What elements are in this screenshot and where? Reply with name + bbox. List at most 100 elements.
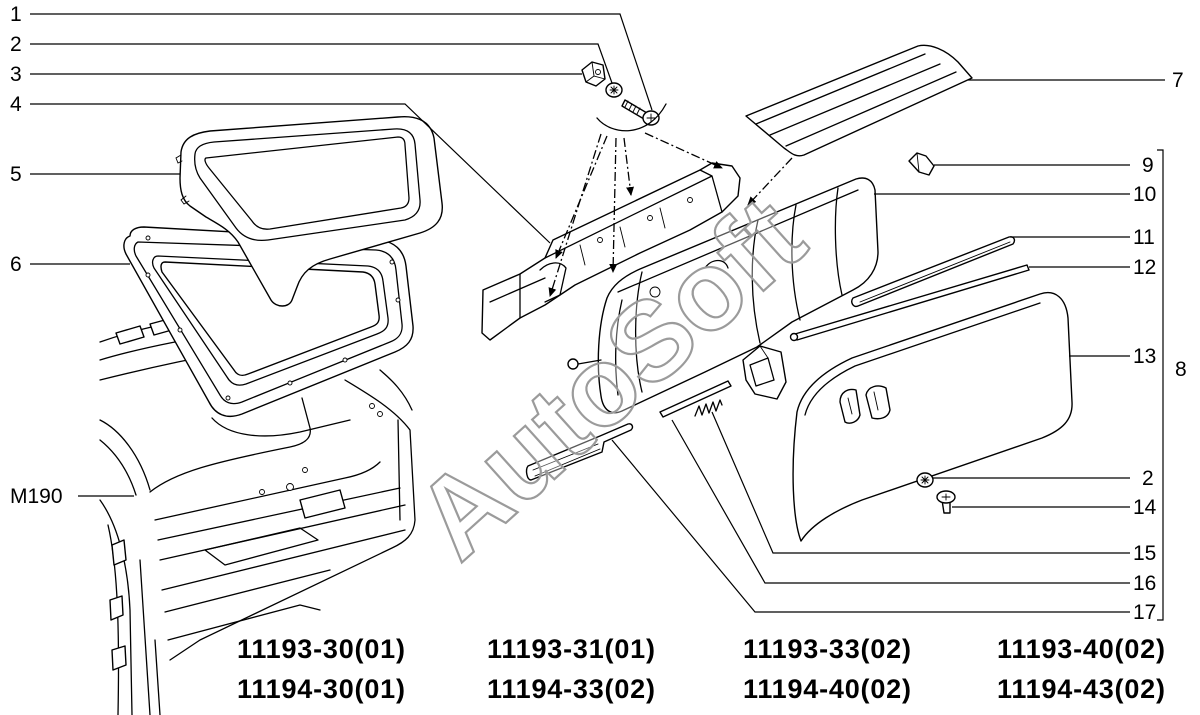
assembly-arrow (555, 135, 608, 259)
glovebox-body-part-10 (567, 177, 879, 414)
group-bracket-8 (1157, 149, 1164, 621)
strip-ridge (755, 53, 926, 125)
model-code: 11193-33(02) (743, 634, 912, 664)
box-rib (834, 187, 843, 296)
box-pin (577, 359, 602, 365)
frame-hole (145, 272, 151, 278)
outer-lid-part-13 (792, 292, 1073, 542)
frame-hole (177, 327, 183, 333)
lid-tab (180, 195, 190, 205)
dash-lower-panel (157, 487, 401, 541)
washer-star (920, 475, 930, 485)
screw-cross (646, 113, 656, 123)
box-stopper (649, 286, 661, 298)
bumper-part-9 (908, 152, 935, 176)
callout-11: 11 (1133, 226, 1155, 249)
callout-9: 9 (1142, 154, 1154, 177)
clip-window (749, 357, 775, 387)
dash-lower-panel (154, 461, 381, 521)
dash-screw (286, 483, 294, 491)
callout-4: 4 (10, 93, 22, 116)
dash-recess (299, 489, 346, 519)
leader-lines (30, 13, 1165, 621)
inner-panel-part-4 (481, 162, 741, 341)
model-code: 11193-30(01) (237, 634, 406, 664)
clip-body (742, 345, 787, 400)
callout-15: 15 (1133, 542, 1156, 565)
dash-pillar (107, 524, 120, 715)
bumper-body (908, 152, 935, 176)
model-code: 11193-40(02) (997, 634, 1166, 664)
leader-line-2-top (30, 43, 613, 84)
rod-end (789, 332, 799, 342)
strip-contour (745, 44, 973, 157)
assembly-arrow (747, 157, 793, 206)
assembly-arrow (644, 132, 723, 169)
lid-13-edge (804, 302, 1041, 416)
model-code: 11194-40(02) (743, 674, 912, 704)
panel-edge (544, 169, 723, 259)
latch-clip (742, 345, 787, 400)
dash-pillar (139, 559, 151, 715)
lid-13-handle-detail (847, 391, 879, 415)
screw-part-1 (621, 99, 660, 126)
panel-rib (579, 207, 666, 266)
model-code: 11194-30(01) (237, 674, 406, 704)
box-rim (617, 189, 859, 293)
fastener-group-arc (596, 103, 667, 132)
washer-part-2-right (916, 472, 934, 488)
box-pin-head (567, 358, 579, 370)
frame-inner-edge (160, 261, 380, 377)
callout-14: 14 (1133, 496, 1157, 519)
lid-outer-contour (179, 116, 443, 307)
model-code: 11193-31(01) (487, 634, 656, 664)
rod-16-body (659, 380, 732, 418)
model-codes: 11193-30(01) 11193-31(01) 11193-33(02) 1… (237, 634, 1166, 704)
lid-rim (194, 128, 421, 242)
dash-side-line (99, 419, 151, 491)
callout-m190: M190 (10, 485, 63, 508)
dash-pillar (154, 639, 161, 715)
frame-hole (395, 297, 401, 303)
callout-6: 6 (10, 253, 22, 276)
strip-ridge (769, 63, 941, 136)
callout-16: 16 (1133, 572, 1156, 595)
frame-hole (225, 395, 231, 401)
frame-hole (287, 380, 293, 386)
lid-13-handle-recess (865, 385, 891, 420)
callout-3: 3 (10, 63, 22, 86)
box-rib (634, 271, 643, 393)
dash-recess (204, 527, 319, 566)
lid-inner-panel (204, 136, 410, 230)
bumper-edge (916, 152, 920, 173)
dash-side-line (99, 439, 137, 496)
box-rib (791, 204, 801, 321)
box-rib (751, 219, 761, 344)
callout-5: 5 (10, 163, 22, 186)
panel-bracket (539, 262, 567, 303)
leader-line-16 (671, 419, 1130, 584)
bracket-fold (585, 61, 606, 83)
dash-screw (302, 467, 308, 473)
screw-threads (624, 100, 641, 115)
leader-line-4 (30, 103, 551, 244)
lid-tab (175, 154, 183, 164)
box-contour (597, 177, 879, 414)
callout-1: 1 (10, 3, 22, 26)
assembly-arrows (548, 132, 793, 297)
model-code: 11194-43(02) (997, 674, 1166, 704)
callout-7: 7 (1172, 69, 1184, 92)
dash-right-contour (397, 419, 401, 521)
callout-labels: 1 2 3 4 5 6 M190 7 9 10 11 12 13 2 14 15… (10, 3, 1187, 624)
leader-line-1 (30, 13, 653, 111)
gasket-frame-part-6 (123, 226, 414, 418)
frame-hole (342, 357, 348, 363)
callout-17: 17 (1133, 601, 1156, 624)
dash-lower-panel (167, 604, 321, 641)
panel-edge (489, 273, 546, 319)
dash-vent (115, 325, 145, 345)
panel-hole (647, 215, 653, 221)
dash-lower-panel (164, 569, 331, 613)
assembly-arrow (548, 133, 602, 297)
